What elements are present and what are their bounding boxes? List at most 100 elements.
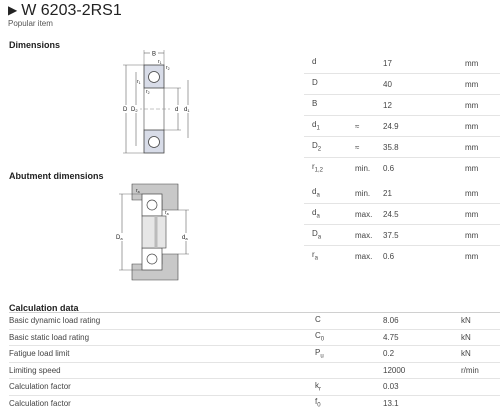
spec-qualifier — [355, 94, 383, 116]
spec-value: 17 — [383, 58, 392, 68]
shaft — [141, 215, 167, 249]
b-label: B — [152, 52, 156, 58]
spec-symbol: d — [312, 57, 317, 67]
spec-value: 21 — [383, 188, 392, 198]
calc-label: Limiting speed — [9, 361, 315, 379]
spec-unit: mm — [465, 157, 500, 178]
spec-value: 12 — [383, 94, 465, 116]
calc-unit: r/min — [461, 361, 500, 379]
calc-symbol: Pu — [315, 345, 383, 362]
spec-qualifier: min. — [355, 157, 383, 178]
spec-qualifier: max. — [355, 245, 383, 266]
calc-value: 0.03 — [383, 378, 461, 395]
spec-qualifier: max. — [355, 224, 383, 246]
spec-unit: mm — [465, 188, 479, 198]
calc-unit: kN — [461, 312, 500, 329]
spec-unit: mm — [465, 245, 500, 266]
section-title-calculation: Calculation data — [9, 303, 79, 313]
r2-top-label: r2 — [166, 65, 170, 71]
spec-symbol: da — [312, 187, 320, 199]
spec-qualifier — [355, 53, 383, 74]
bearing-dimensions-drawing: B r1 r2 r1 r2 D D2 d d1 — [122, 49, 194, 154]
spec-value: 24.9 — [383, 115, 465, 137]
ra-right-label: ra — [165, 210, 169, 216]
r1-left-label: r1 — [137, 79, 141, 85]
d-bore-label-bg — [174, 105, 181, 113]
calc-value: 13.1 — [383, 394, 461, 411]
spec-value: 35.8 — [383, 136, 465, 158]
d-outer-label: D — [123, 107, 128, 113]
product-designation: W 6203-2RS1 — [21, 2, 122, 19]
spec-symbol: D — [304, 73, 355, 95]
spec-value: 40 — [383, 73, 465, 95]
calc-symbol: C — [315, 312, 383, 329]
section-title-abutment: Abutment dimensions — [9, 171, 104, 181]
spec-qualifier — [355, 73, 383, 95]
calc-symbol: kr — [315, 378, 383, 395]
r2-left-label: r2 — [146, 89, 150, 95]
spec-unit: mm — [465, 224, 500, 246]
spec-unit: mm — [465, 136, 500, 158]
spec-unit: mm — [465, 73, 500, 95]
ra-top-label: ra — [136, 188, 140, 194]
ball-top — [148, 71, 160, 83]
calc-unit: kN — [461, 328, 500, 346]
da-bore-label-bg — [181, 233, 192, 241]
spec-qualifier: max. — [355, 203, 383, 225]
r1-top-label: r1 — [158, 59, 162, 65]
product-title: ▶W 6203-2RS1 — [8, 2, 122, 20]
spec-value: 0.6 — [383, 157, 465, 178]
calc-label: Fatigue load limit — [9, 345, 315, 362]
calc-unit — [461, 378, 500, 395]
spec-unit: mm — [465, 203, 500, 225]
calc-label: Basic static load rating — [9, 328, 315, 346]
abutment-dimensions-drawing: ra ra Da da — [116, 183, 192, 281]
spec-unit: mm — [465, 115, 500, 137]
spec-symbol: Da — [304, 224, 355, 246]
calc-value: 12000 — [383, 361, 461, 379]
ball-bottom — [148, 136, 160, 148]
calc-symbol: f0 — [315, 394, 383, 411]
triangle-right-icon: ▶ — [8, 3, 18, 17]
d2-label-bg — [131, 105, 140, 113]
spec-symbol: r1,2 — [304, 157, 355, 178]
spec-value: 0.6 — [383, 245, 465, 266]
spec-symbol: d1 — [304, 115, 355, 137]
da-outer-label-bg — [116, 233, 127, 241]
calc-symbol: C0 — [315, 328, 383, 346]
spec-qualifier: ≈ — [355, 136, 383, 158]
spec-qualifier: min. — [355, 188, 371, 198]
spec-symbol: B — [304, 94, 355, 116]
d-outer-label-bg — [122, 105, 128, 113]
spec-qualifier: ≈ — [355, 115, 383, 137]
spec-unit: mm — [465, 94, 500, 116]
spec-symbol: da — [304, 203, 355, 225]
table-row: da min. 21 mm — [304, 183, 500, 204]
d1-label: d1 — [184, 107, 190, 113]
d-bore-label: d — [175, 107, 178, 113]
abut-ball-bottom — [146, 253, 158, 265]
spec-value: 37.5 — [383, 224, 465, 246]
calc-label: Calculation factor — [9, 394, 315, 411]
calc-value: 4.75 — [383, 328, 461, 346]
calc-symbol — [315, 361, 383, 379]
calc-unit: kN — [461, 345, 500, 362]
calc-value: 0.2 — [383, 345, 461, 362]
calc-value: 8.06 — [383, 312, 461, 329]
